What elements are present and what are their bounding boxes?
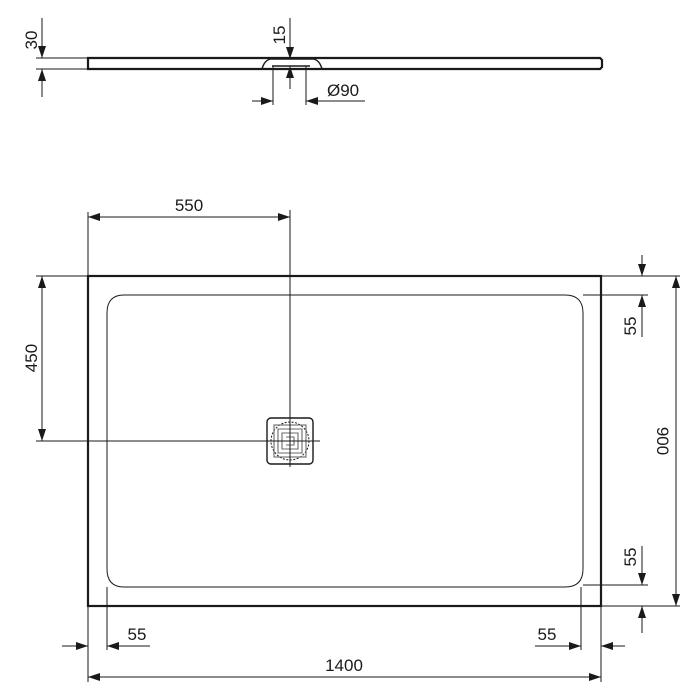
tray-side-profile [86,56,604,71]
rim-left-label: 55 [128,625,147,644]
rim-top-label: 55 [621,317,640,336]
depth-dimension: 900 [601,275,680,607]
rim-top-dimension: 55 [583,255,648,337]
depth-label: 900 [653,427,672,455]
rim-bottom-label: 55 [621,548,640,567]
plan-view: 550 450 900 55 [22,196,680,682]
drain-recess-profile [261,58,323,70]
width-label: 1400 [325,656,363,675]
drain-offset-x-label: 550 [175,196,203,215]
thickness-label: 30 [22,31,41,50]
drain-depth-dimension: 15 [270,18,294,89]
drain-diameter-label: Ø90 [327,81,359,100]
rim-right-dimension: 55 [535,587,625,682]
drain-diameter-dimension: Ø90 [252,66,365,105]
tray-basin [106,294,584,588]
rim-bottom-dimension: 55 [583,546,648,633]
width-dimension: 1400 [88,656,601,681]
rim-right-label: 55 [538,625,557,644]
drain-depth-label: 15 [270,26,289,45]
drain-offset-y-dimension: 450 [22,275,88,441]
side-view: 30 15 Ø90 [22,18,604,105]
thickness-dimension: 30 [22,18,88,97]
drain-offset-y-label: 450 [22,344,41,372]
rim-left-dimension: 55 [62,587,150,682]
drain-offset-x-dimension: 550 [87,196,290,276]
